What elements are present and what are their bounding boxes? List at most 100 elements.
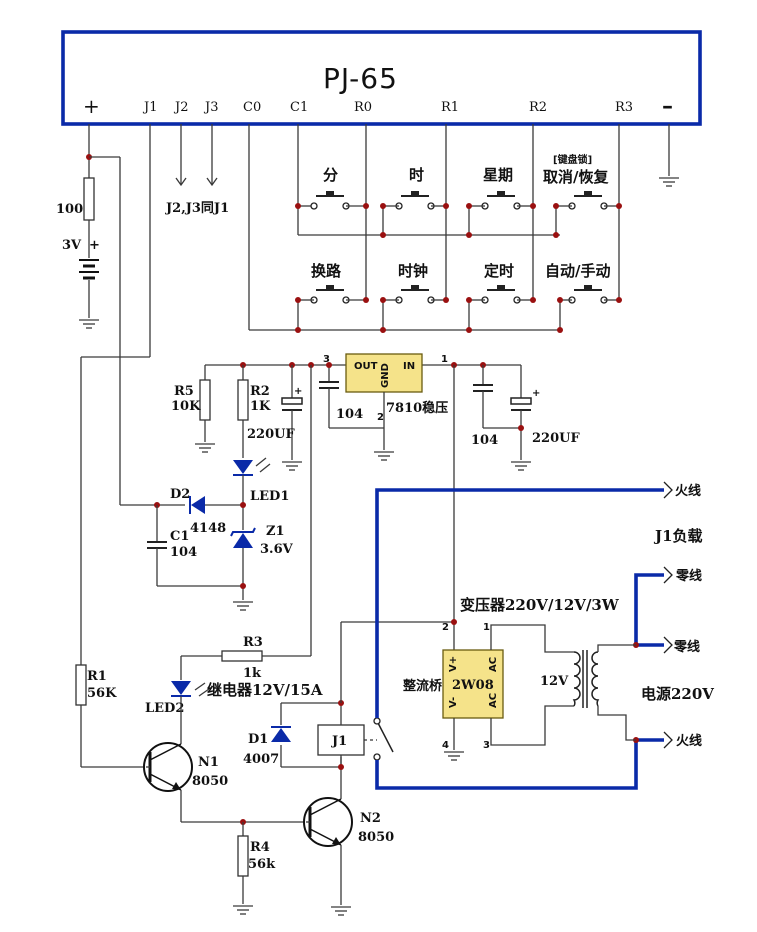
key-min: 分 — [323, 166, 338, 184]
relay-j1: J1 — [331, 734, 347, 749]
d1-value: 4007 — [243, 752, 279, 767]
reg-gnd: GND — [380, 363, 391, 388]
c1-name: C1 — [170, 529, 189, 544]
bridge-pin2: 2 — [442, 622, 449, 633]
reg-pin1: 1 — [441, 354, 448, 365]
pin-c1: C1 — [290, 100, 308, 115]
pin-r3: R3 — [615, 100, 633, 115]
reg-pin2: 2 — [377, 412, 384, 423]
r3-name: R3 — [243, 635, 263, 650]
bridge-vplus: V+ — [448, 656, 459, 672]
driver-section: R3 1k LED2 继电器12V/15A R1 56K N1 8050 — [75, 619, 457, 916]
d1-diode-icon — [271, 728, 291, 742]
rectifier-label: 整流桥 — [402, 678, 443, 694]
pin-j3: J3 — [203, 100, 218, 115]
transformer-icon — [572, 651, 581, 707]
pin-plus: + — [83, 94, 100, 118]
bridge-pin1: 1 — [483, 622, 490, 633]
d2-name: D2 — [170, 487, 190, 502]
key-switch-circuit: 换路 — [311, 262, 342, 280]
key-lock-note: [键盘锁] — [553, 153, 592, 166]
c104a-label: 104 — [336, 407, 363, 422]
pj65-module: PJ-65 + J1 J2 J3 C0 C1 R0 R1 R2 R3 – — [61, 30, 702, 126]
c220a-label: 220UF — [247, 427, 295, 442]
r2-value: 1K — [250, 399, 271, 414]
c104b-label: 104 — [471, 433, 498, 448]
key-clock: 时钟 — [398, 262, 428, 280]
svg-text:+: + — [532, 388, 540, 399]
relay-coil — [317, 724, 365, 756]
key-timer: 定时 — [484, 262, 514, 280]
ground-icon — [658, 177, 680, 187]
c220b-label: 220UF — [532, 431, 580, 446]
mains-wiring: 火线 J1负载 零线 零线 电源220V 火线 — [375, 481, 714, 790]
r4-value: 56k — [248, 857, 276, 872]
pin-r1: R1 — [441, 100, 459, 115]
led1-label: LED1 — [250, 489, 289, 504]
pin-minus: – — [662, 93, 673, 119]
battery-plus: + — [89, 238, 100, 253]
r1-value: 56K — [87, 686, 117, 701]
r3-value: 1k — [243, 666, 262, 681]
bridge-ac2: AC — [488, 693, 499, 708]
led2-label: LED2 — [145, 701, 184, 716]
d2-diode-icon — [191, 496, 205, 514]
reg-out: OUT — [354, 361, 378, 372]
r4-name: R4 — [250, 840, 270, 855]
transformer-label: 变压器220V/12V/3W — [460, 596, 620, 614]
source-label: 电源220V — [641, 685, 714, 703]
r5-name: R5 — [174, 384, 194, 399]
reg-in: IN — [403, 361, 415, 372]
neutral-label-bottom: 零线 — [673, 639, 700, 655]
r2-name: R2 — [250, 384, 270, 399]
led1-icon — [233, 460, 253, 474]
key-hour: 时 — [409, 166, 424, 184]
pin-c0: C0 — [243, 100, 261, 115]
n1-value: 8050 — [192, 774, 228, 789]
bridge-ac1: AC — [488, 657, 499, 672]
j2-j3-note: J2,J3同J1 — [165, 201, 229, 216]
n2-transistor-icon — [303, 797, 353, 847]
n2-name: N2 — [360, 811, 381, 826]
n1-transistor-icon — [143, 742, 193, 792]
reg-pin3: 3 — [323, 354, 330, 365]
c1-value: 104 — [170, 545, 197, 560]
d1-name: D1 — [248, 732, 268, 747]
reg-label: 7810稳压 — [386, 400, 448, 416]
r1-name: R1 — [87, 669, 107, 684]
z1-name: Z1 — [266, 524, 285, 539]
transformer-12v: 12V — [540, 674, 569, 689]
key-auto-manual: 自动/手动 — [545, 262, 610, 280]
regulator-7810 — [345, 353, 423, 393]
battery-branch: 100 3V + — [56, 124, 121, 505]
battery-label: 3V — [62, 238, 82, 253]
bridge-rectifier — [442, 649, 504, 719]
live-label-bottom: 火线 — [676, 733, 702, 749]
live-label-top: 火线 — [675, 483, 701, 499]
z1-zener-icon — [233, 533, 253, 548]
d2-value: 4148 — [190, 521, 226, 536]
keypad-matrix: 分 时 星期 [键盘锁] 取消/恢复 换路 时钟 定时 自动/手动 — [248, 124, 622, 333]
power-section: 2W08 V+ V- AC AC 整流桥 2 1 4 3 12V 变压器220V… — [402, 596, 636, 761]
bridge-pin4: 4 — [442, 740, 449, 751]
bridge-pin3: 3 — [483, 740, 490, 751]
pin-r2: R2 — [529, 100, 547, 115]
regulator-section: OUT IN GND 3 2 1 7810稳压 104 104 + 220UF — [205, 353, 580, 650]
key-cancel: 取消/恢复 — [543, 168, 609, 186]
pin-j1: J1 — [142, 100, 157, 115]
neutral-label-top: 零线 — [675, 568, 702, 584]
module-title: PJ-65 — [323, 62, 398, 95]
n2-value: 8050 — [358, 830, 394, 845]
led2-icon — [171, 681, 191, 695]
pin-j2: J2 — [173, 100, 188, 115]
key-week: 星期 — [483, 166, 513, 184]
svg-text:+: + — [294, 386, 302, 397]
n1-name: N1 — [198, 755, 219, 770]
relay-label: 继电器12V/15A — [207, 681, 323, 699]
load-label: J1负载 — [653, 527, 703, 545]
pin-r0: R0 — [354, 100, 372, 115]
bridge-model: 2W08 — [452, 678, 494, 693]
r100-label: 100 — [56, 202, 83, 217]
r5-value: 10K — [171, 399, 201, 414]
